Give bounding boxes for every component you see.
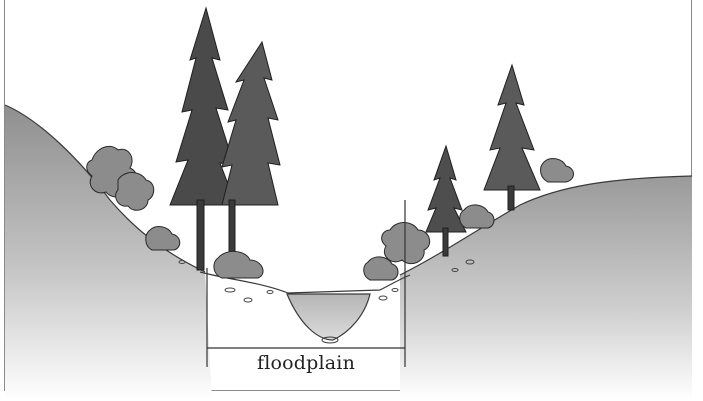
floodplain-bracket	[207, 200, 405, 367]
stream-channel	[287, 294, 370, 340]
left-conifer-trees	[170, 8, 280, 270]
floodplain-label: floodplain	[206, 352, 406, 374]
